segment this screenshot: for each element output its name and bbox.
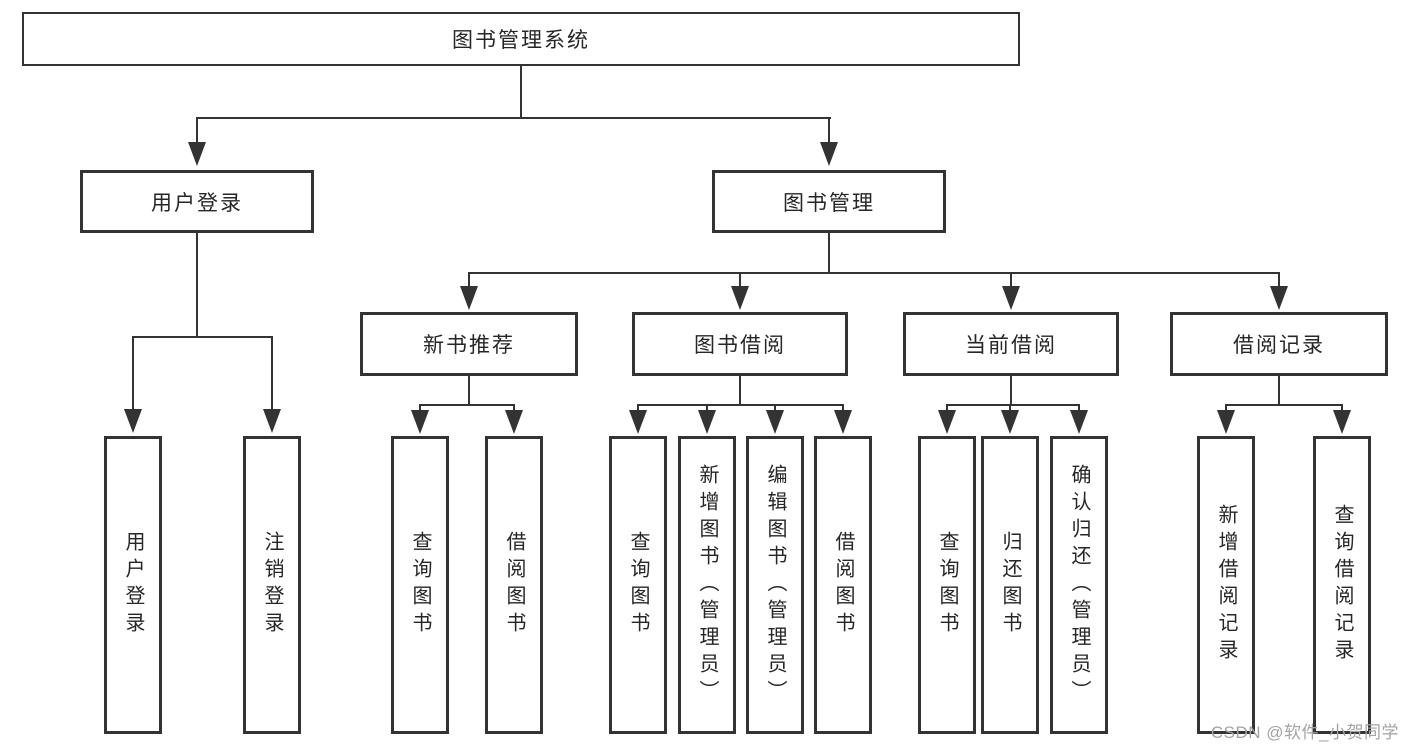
node-current-borrowing-label: 当前借阅 bbox=[965, 334, 1057, 357]
connector-line bbox=[1009, 404, 1011, 412]
arrow-down-icon bbox=[1001, 410, 1019, 434]
arrow-down-icon bbox=[460, 286, 478, 310]
leaf-query-books-recommend: 查询图书 bbox=[391, 436, 449, 734]
connector-line bbox=[774, 404, 776, 412]
connector-line bbox=[828, 233, 830, 274]
connector-line bbox=[739, 376, 741, 405]
leaf-user-login: 用户登录 bbox=[104, 436, 162, 734]
leaf-return-books-label: 归还图书 bbox=[999, 531, 1021, 639]
leaf-query-borrow-record-label: 查询借阅记录 bbox=[1331, 504, 1353, 666]
connector-line bbox=[196, 117, 831, 119]
leaf-user-login-label: 用户登录 bbox=[122, 531, 144, 639]
connector-line bbox=[196, 233, 198, 336]
leaf-edit-books-admin-label: 编辑图书（管理员） bbox=[764, 463, 786, 707]
arrow-down-icon bbox=[1002, 286, 1020, 310]
leaf-logout-label: 注销登录 bbox=[261, 531, 283, 639]
arrow-down-icon bbox=[411, 410, 429, 434]
leaf-add-borrow-record: 新增借阅记录 bbox=[1197, 436, 1255, 734]
leaf-borrow-books-recommend-label: 借阅图书 bbox=[503, 531, 525, 639]
node-current-borrowing: 当前借阅 bbox=[903, 312, 1119, 376]
node-borrowing-records-label: 借阅记录 bbox=[1233, 334, 1325, 357]
leaf-edit-books-admin: 编辑图书（管理员） bbox=[746, 436, 804, 734]
node-borrowing-records: 借阅记录 bbox=[1170, 312, 1388, 376]
connector-line bbox=[419, 404, 515, 406]
leaf-confirm-return-admin-label: 确认归还（管理员） bbox=[1068, 463, 1090, 707]
leaf-add-books-admin-label: 新增图书（管理员） bbox=[696, 463, 718, 707]
connector-line bbox=[1078, 404, 1080, 412]
connector-line bbox=[1010, 376, 1012, 405]
connector-line bbox=[946, 404, 948, 412]
arrow-down-icon bbox=[698, 410, 716, 434]
node-book-management-label: 图书管理 bbox=[783, 191, 875, 215]
connector-line bbox=[1278, 272, 1280, 288]
node-user-login-label: 用户登录 bbox=[151, 191, 243, 215]
leaf-query-books-current: 查询图书 bbox=[918, 436, 976, 734]
connector-line bbox=[468, 272, 1280, 274]
arrow-down-icon bbox=[124, 409, 142, 433]
arrow-down-icon bbox=[188, 142, 206, 166]
arrow-down-icon bbox=[1270, 286, 1288, 310]
connector-line bbox=[419, 404, 421, 412]
connector-line bbox=[468, 376, 470, 405]
leaf-return-books: 归还图书 bbox=[981, 436, 1039, 734]
arrow-down-icon bbox=[1217, 410, 1235, 434]
leaf-add-borrow-record-label: 新增借阅记录 bbox=[1215, 504, 1237, 666]
connector-line bbox=[1278, 376, 1280, 405]
leaf-query-books-borrowing: 查询图书 bbox=[609, 436, 667, 734]
leaf-confirm-return-admin: 确认归还（管理员） bbox=[1050, 436, 1108, 734]
leaf-query-books-current-label: 查询图书 bbox=[936, 531, 958, 639]
node-new-book-recommendation: 新书推荐 bbox=[360, 312, 578, 376]
arrow-down-icon bbox=[820, 142, 838, 166]
arrow-down-icon bbox=[505, 410, 523, 434]
connector-line bbox=[706, 404, 708, 412]
connector-line bbox=[637, 404, 639, 412]
node-root-label: 图书管理系统 bbox=[452, 29, 590, 52]
leaf-borrow-books-borrowing: 借阅图书 bbox=[814, 436, 872, 734]
connector-line bbox=[132, 336, 273, 338]
connector-line bbox=[842, 404, 844, 412]
node-book-management: 图书管理 bbox=[712, 170, 946, 233]
connector-line bbox=[520, 66, 522, 118]
connector-line bbox=[468, 272, 470, 288]
node-book-borrowing: 图书借阅 bbox=[632, 312, 848, 376]
connector-line bbox=[196, 117, 198, 143]
arrow-down-icon bbox=[1070, 410, 1088, 434]
connector-line bbox=[828, 117, 830, 143]
watermark: CSDN @软件_小贺同学 bbox=[1210, 723, 1399, 742]
leaf-borrow-books-borrowing-label: 借阅图书 bbox=[832, 531, 854, 639]
connector-line bbox=[637, 404, 844, 406]
connector-line bbox=[946, 404, 1080, 406]
connector-line bbox=[513, 404, 515, 412]
arrow-down-icon bbox=[731, 286, 749, 310]
arrow-down-icon bbox=[629, 410, 647, 434]
connector-line bbox=[1225, 404, 1227, 412]
leaf-query-books-recommend-label: 查询图书 bbox=[409, 531, 431, 639]
leaf-add-books-admin: 新增图书（管理员） bbox=[678, 436, 736, 734]
arrow-down-icon bbox=[1333, 410, 1351, 434]
connector-line bbox=[739, 272, 741, 288]
connector-line bbox=[271, 336, 273, 411]
node-book-borrowing-label: 图书借阅 bbox=[694, 334, 786, 357]
leaf-query-books-borrowing-label: 查询图书 bbox=[627, 531, 649, 639]
connector-line bbox=[1341, 404, 1343, 412]
leaf-query-borrow-record: 查询借阅记录 bbox=[1313, 436, 1371, 734]
node-root: 图书管理系统 bbox=[22, 12, 1020, 66]
arrow-down-icon bbox=[263, 409, 281, 433]
arrow-down-icon bbox=[766, 410, 784, 434]
leaf-borrow-books-recommend: 借阅图书 bbox=[485, 436, 543, 734]
node-user-login: 用户登录 bbox=[80, 170, 314, 233]
node-new-book-recommendation-label: 新书推荐 bbox=[423, 334, 515, 357]
arrow-down-icon bbox=[938, 410, 956, 434]
connector-line bbox=[132, 336, 134, 411]
arrow-down-icon bbox=[834, 410, 852, 434]
leaf-logout: 注销登录 bbox=[243, 436, 301, 734]
connector-line bbox=[1225, 404, 1343, 406]
connector-line bbox=[1010, 272, 1012, 288]
